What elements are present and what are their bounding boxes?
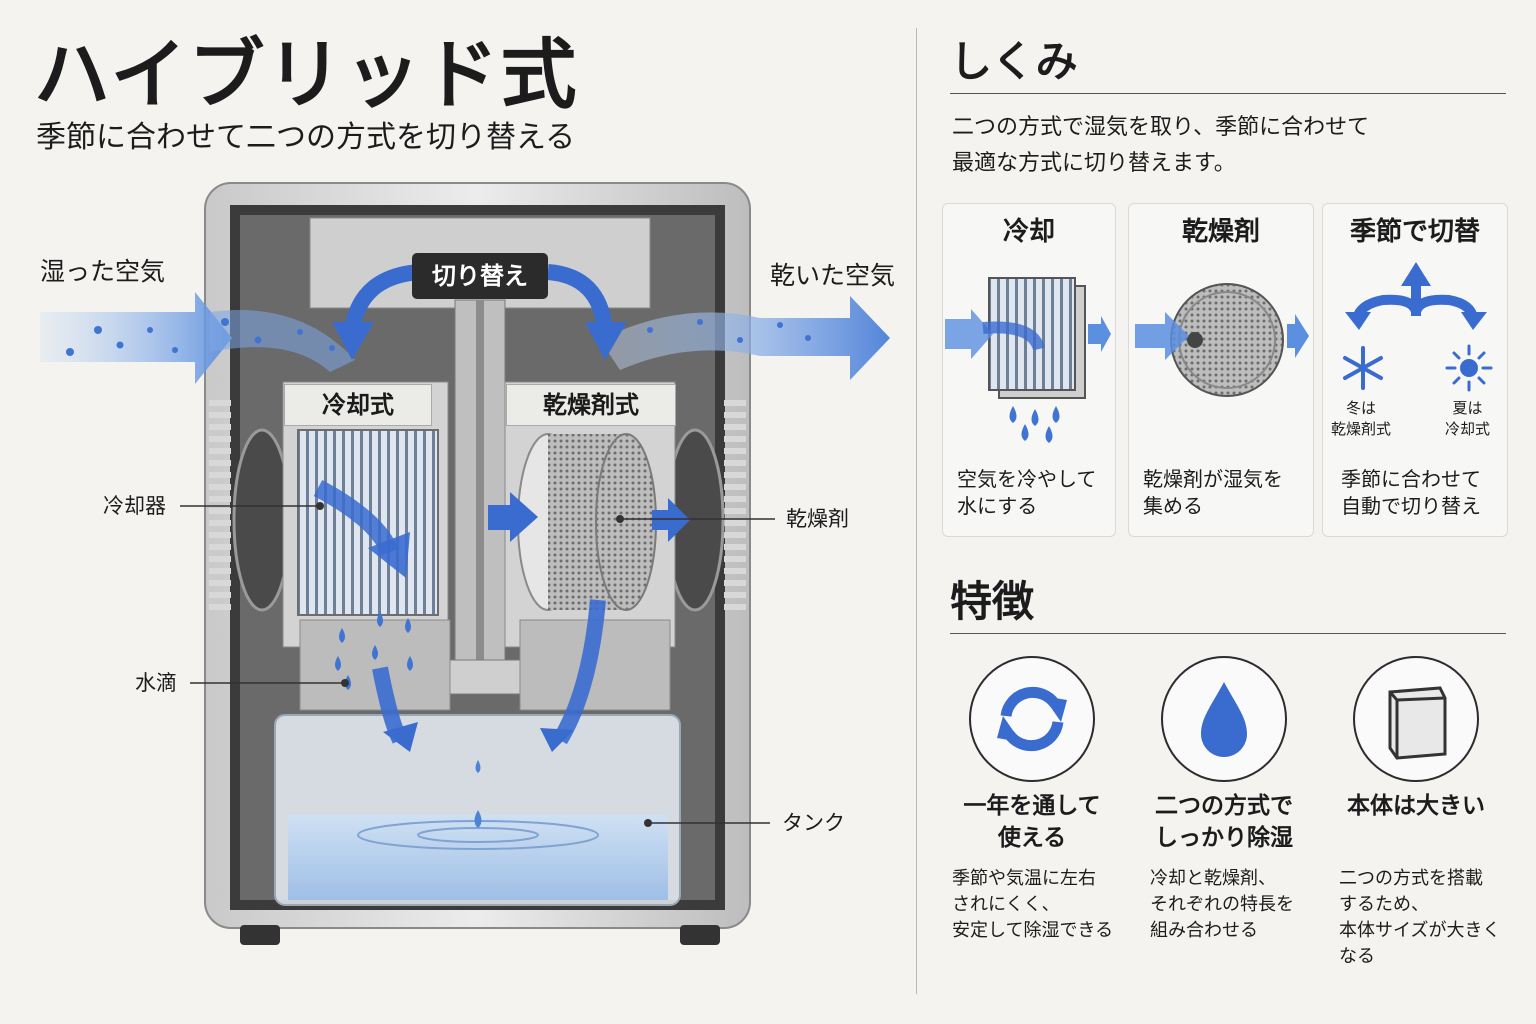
snowflake-icon (1343, 346, 1383, 390)
feature-text-line: するため、 (1339, 894, 1429, 915)
card-text-line: 集める (1143, 494, 1203, 518)
feature-text-line: 二つの方式を搭載 (1339, 868, 1483, 889)
feature-title: 二つの方式で しっかり除湿 (1134, 790, 1314, 854)
features-heading: 特徴 (950, 577, 1035, 626)
card-text-line: 乾燥剤が湿気を (1143, 467, 1283, 491)
mechanism-rule (950, 93, 1506, 94)
feature-title-line: 使える (997, 825, 1067, 851)
mechanism-heading: しくみ (950, 37, 1078, 86)
summer-mode-label: 夏は 冷却式 (1445, 398, 1490, 440)
mechanism-description-line: 最適な方式に切り替えます。 (952, 151, 1236, 176)
cooling-unit-icon (945, 277, 1111, 443)
humid-air-label: 湿った空気 (40, 257, 166, 286)
feature-title-line: 本体は大きい (1347, 793, 1485, 819)
feature-title-line: しっかり除湿 (1155, 825, 1293, 851)
card-cooling: 冷却 空気を冷やして 水にする (942, 203, 1116, 537)
cooler-callout: 冷却器 (103, 494, 166, 518)
card-title: 乾燥剤 (1181, 217, 1260, 247)
feature-icon-frame (969, 656, 1095, 782)
tank-callout: タンク (782, 811, 845, 835)
feature-text-line: 組み合わせる (1150, 920, 1258, 941)
feature-text-line: されにくく、 (952, 894, 1060, 915)
card-text: 乾燥剤が湿気を 集める (1143, 466, 1305, 520)
summer-label-line: 夏は (1452, 399, 1483, 417)
winter-label-line: 冬は (1346, 399, 1377, 417)
sun-icon (1445, 344, 1493, 392)
mechanism-description-line: 二つの方式で湿気を取り、季節に合わせて (952, 115, 1370, 140)
card-season-switch: 季節で切替 冬は 乾燥剤式 夏は 冷却式 季節に合わせて 自動で切り替え (1322, 203, 1508, 537)
card-text: 季節に合わせて 自動で切り替え (1341, 466, 1499, 520)
card-text-line: 水にする (957, 494, 1038, 518)
card-title: 季節で切替 (1349, 217, 1480, 247)
season-switch-arrow-icon (1343, 262, 1493, 392)
feature-text: 冷却と乾燥剤、 それぞれの特長を 組み合わせる (1150, 866, 1294, 944)
cooling-unit-label: 冷却式 (284, 384, 432, 426)
feature-title-line: 一年を通して (963, 793, 1101, 819)
winter-label-line: 乾燥剤式 (1331, 420, 1392, 438)
desiccant-unit-label: 乾燥剤式 (506, 384, 676, 426)
card-text-line: 自動で切り替え (1341, 494, 1481, 518)
card-title: 冷却 (1002, 217, 1055, 247)
winter-mode-label: 冬は 乾燥剤式 (1331, 398, 1391, 440)
feature-icon-frame (1353, 656, 1479, 782)
water-drop-icon (1201, 682, 1247, 757)
droplets-callout: 水滴 (135, 671, 177, 695)
feature-text-line: 季節や気温に左右 (952, 868, 1096, 889)
card-text-line: 季節に合わせて (1341, 467, 1481, 491)
feature-title-line: 二つの方式で (1155, 793, 1293, 819)
card-text-line: 空気を冷やして (957, 467, 1097, 491)
features-rule (950, 633, 1506, 634)
feature-text-line: 本体サイズが大きく (1339, 920, 1501, 941)
feature-text-line: なる (1339, 946, 1375, 967)
device-icon (1388, 686, 1447, 760)
feature-text: 季節や気温に左右 されにくく、 安定して除湿できる (952, 866, 1113, 944)
desiccant-wheel-icon (1135, 283, 1309, 397)
feature-text-line: それぞれの特長を (1150, 894, 1294, 915)
card-text: 空気を冷やして 水にする (957, 466, 1107, 520)
switch-label: 切り替え (412, 253, 548, 299)
mechanism-description: 二つの方式で湿気を取り、季節に合わせて 最適な方式に切り替えます。 (952, 110, 1512, 182)
page-title: ハイブリッド式 (34, 30, 579, 119)
desiccant-callout: 乾燥剤 (786, 507, 849, 531)
feature-text-line: 安定して除湿できる (952, 920, 1114, 941)
page-subtitle: 季節に合わせて二つの方式を切り替える (36, 120, 576, 155)
feature-title: 一年を通して 使える (942, 790, 1122, 854)
dry-air-label: 乾いた空気 (770, 261, 896, 290)
card-desiccant: 乾燥剤 乾燥剤が湿気を 集める (1128, 203, 1314, 537)
feature-title: 本体は大きい (1326, 790, 1506, 822)
summer-label-line: 冷却式 (1445, 420, 1491, 438)
feature-text-line: 冷却と乾燥剤、 (1150, 868, 1276, 889)
feature-text: 二つの方式を搭載 するため、 本体サイズが大きく なる (1339, 866, 1500, 970)
cycle-icon (997, 686, 1067, 752)
feature-icon-frame (1161, 656, 1287, 782)
column-divider (916, 28, 917, 994)
